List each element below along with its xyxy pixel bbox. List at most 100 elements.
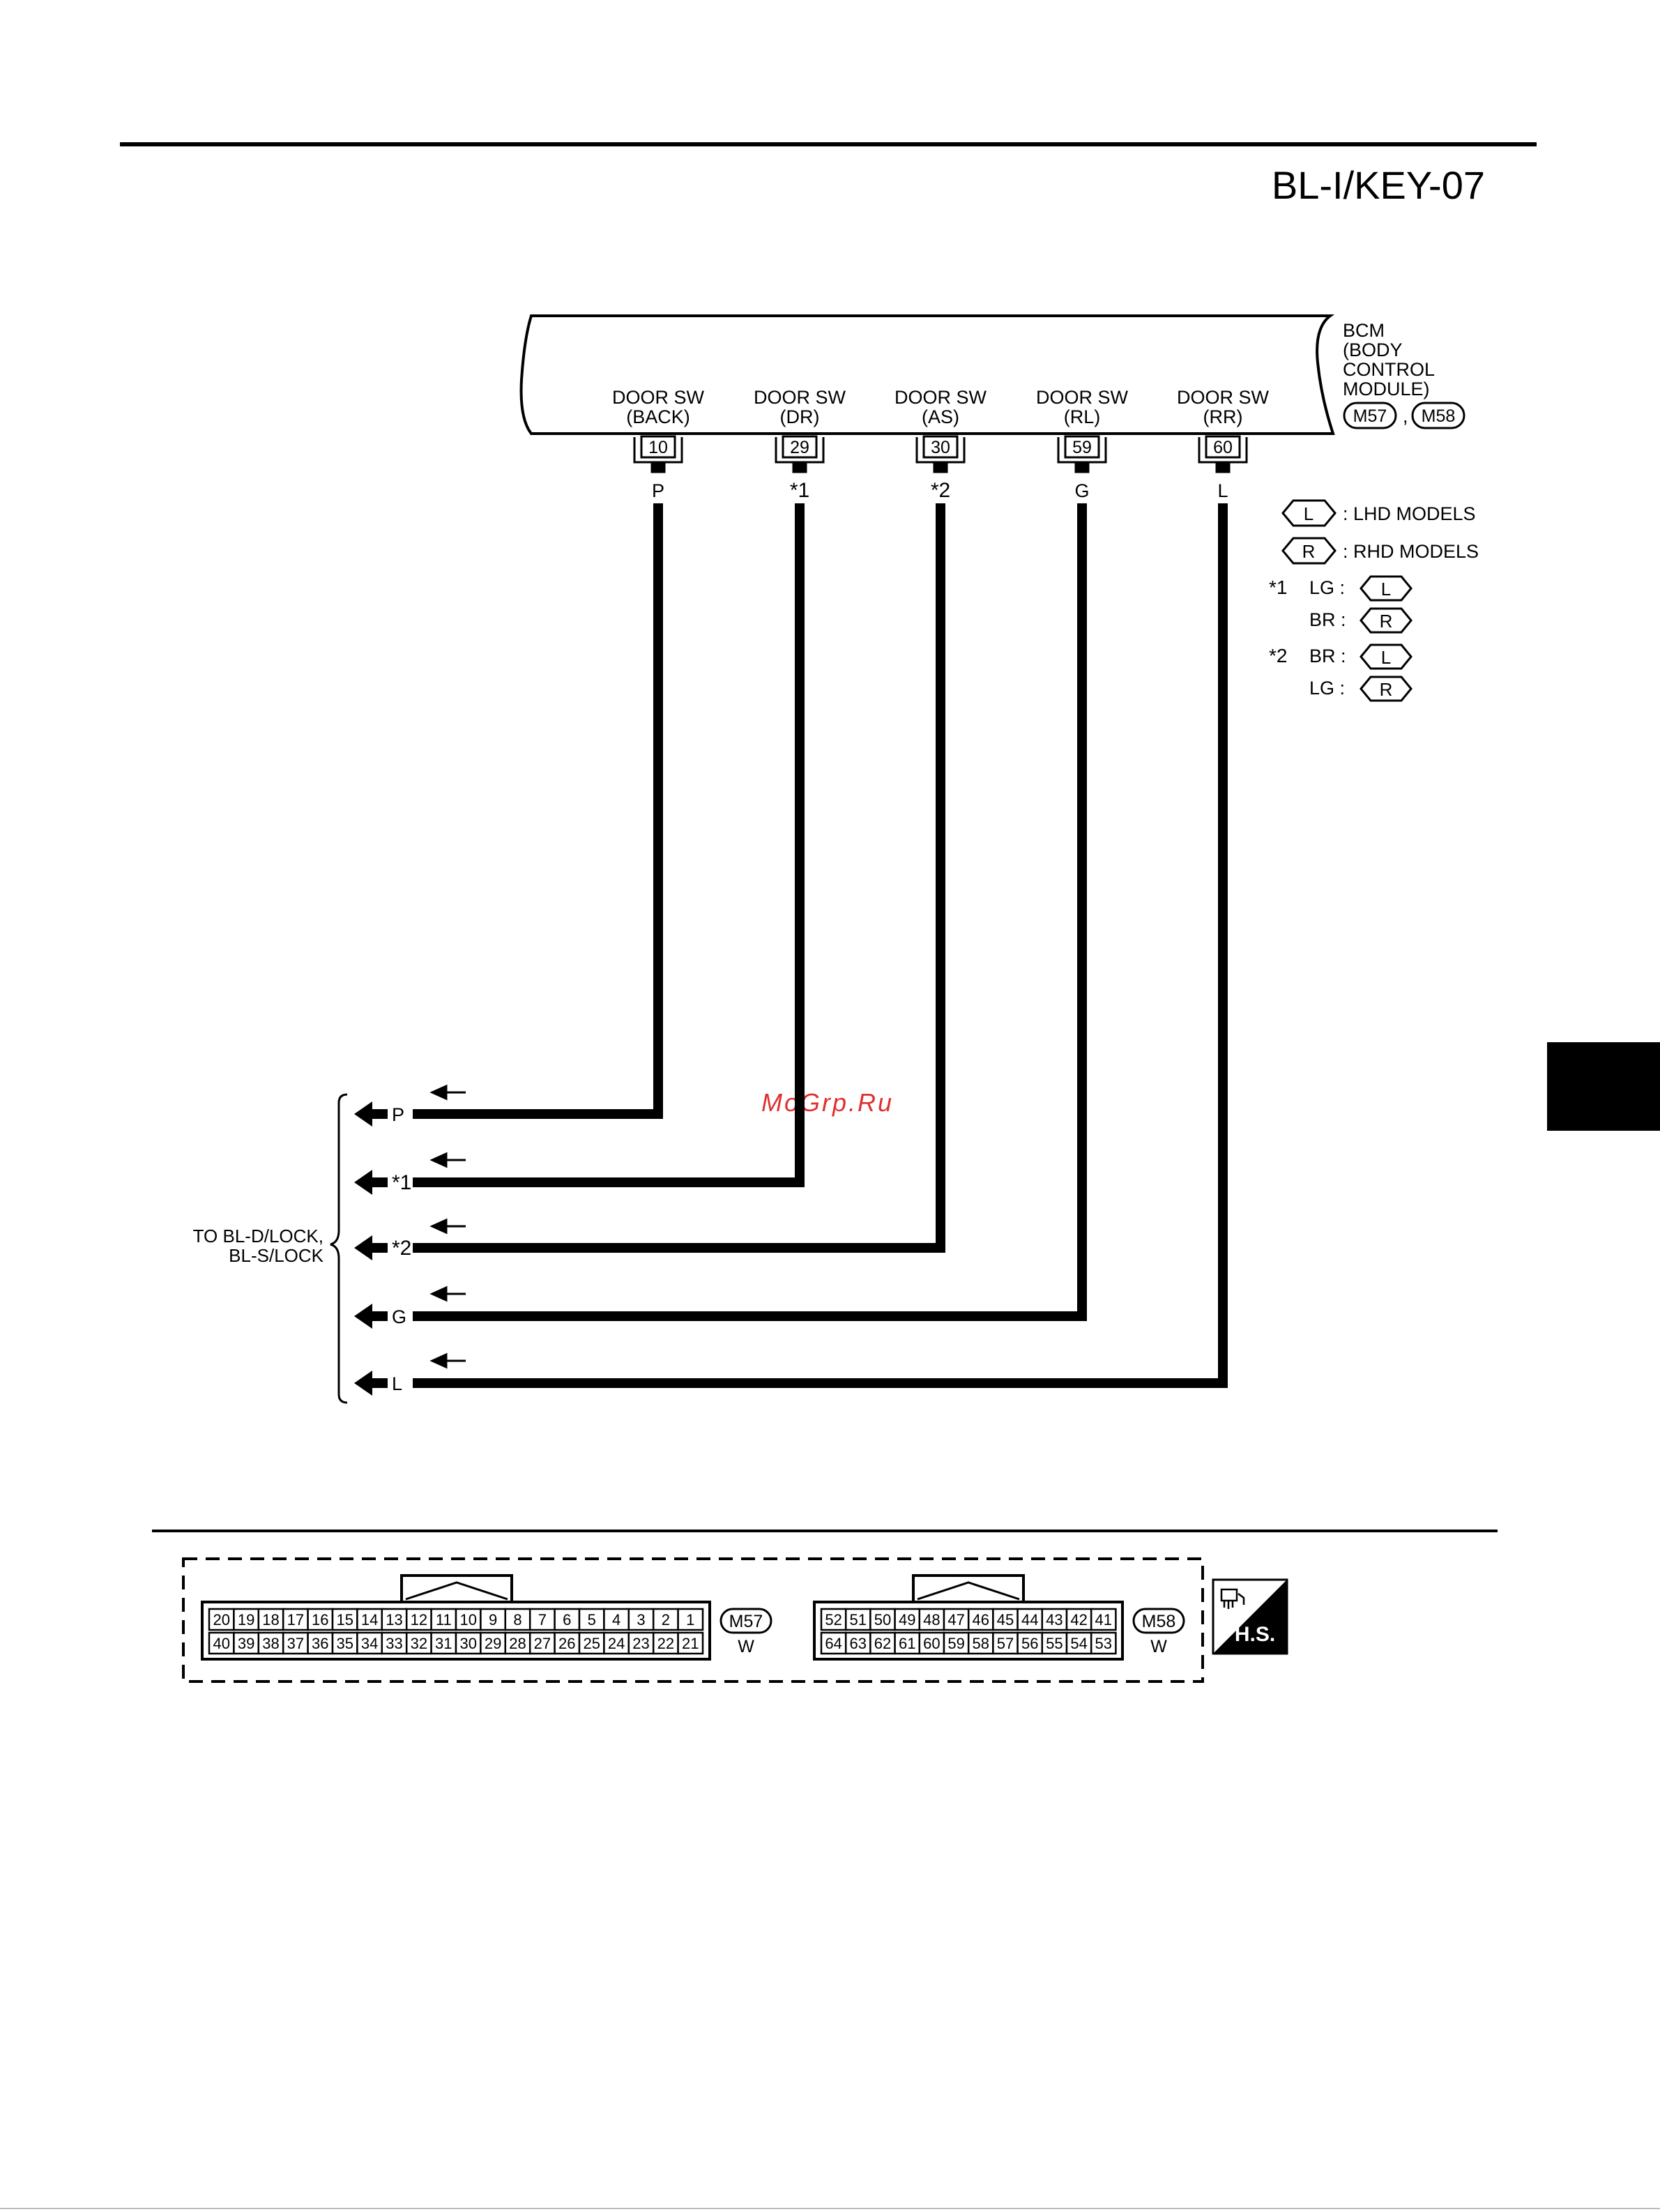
- connector-pin-cell: 50: [869, 1608, 896, 1631]
- svg-text:M57: M57: [1353, 406, 1387, 426]
- svg-text:L: L: [1381, 647, 1391, 668]
- connector-pin-cell: 64: [820, 1631, 847, 1655]
- connector-pin-number: 57: [997, 1635, 1014, 1652]
- connector-pin-cell: 56: [1016, 1631, 1044, 1655]
- connector-pin-cell: 23: [627, 1631, 655, 1655]
- connector-pin-number: 40: [213, 1635, 229, 1652]
- note-color: BR :: [1309, 609, 1346, 630]
- terminal-pin-numbers: 10 29 30 59 60: [648, 438, 1233, 457]
- svg-text:L: L: [1304, 503, 1313, 524]
- wires: [413, 503, 1228, 1388]
- watermark: MoGrp.Ru: [761, 1088, 894, 1117]
- connector-pin-cell: 43: [1041, 1608, 1068, 1631]
- destination-arrow: [354, 1304, 388, 1329]
- note-mark: *1: [1269, 577, 1287, 598]
- connector-pin-cell: 11: [430, 1608, 457, 1631]
- connector-pin-cell: 5: [578, 1608, 605, 1631]
- connector-pin-number: 9: [489, 1611, 497, 1629]
- terminal-label: (RL): [1064, 406, 1101, 427]
- wire-color-labels-left: P *1 *2 G L: [392, 1104, 411, 1394]
- connector-pin-number: 16: [312, 1611, 328, 1629]
- connector-pin-cell: 51: [844, 1608, 871, 1631]
- signal-arrow: [429, 1084, 466, 1101]
- signal-arrow: [429, 1218, 466, 1235]
- connector-pin-number: 43: [1046, 1611, 1063, 1629]
- connector-pin-number: 33: [386, 1635, 402, 1652]
- wire-color-label: L: [1217, 480, 1228, 501]
- wire-color-label: *2: [392, 1237, 411, 1260]
- connector-pin-cell: 36: [307, 1631, 334, 1655]
- note-color: LG :: [1309, 577, 1345, 598]
- connector-pin-cell: 21: [677, 1631, 704, 1655]
- connector-pin-number: 60: [923, 1635, 940, 1652]
- wire-door-sw-back: [413, 503, 663, 1119]
- connector-pin-number: 27: [534, 1635, 551, 1652]
- connector-pin-number: 52: [825, 1611, 842, 1629]
- connector-pin-cell: 32: [405, 1631, 432, 1655]
- destination-arrow: [354, 1371, 388, 1396]
- signal-arrow: [429, 1352, 466, 1369]
- connector-pin-number: 11: [436, 1611, 452, 1629]
- connector-pin-number: 15: [336, 1611, 353, 1629]
- connector-pin-cell: 13: [381, 1608, 408, 1631]
- connector-pin-number: 35: [336, 1635, 353, 1652]
- connector-pin-number: 24: [608, 1635, 625, 1652]
- connector-pin-cell: 28: [504, 1631, 531, 1655]
- bcm-label-line: (BODY: [1343, 340, 1403, 360]
- wire-color-label: *1: [392, 1171, 411, 1194]
- connector-pin-cell: 6: [554, 1608, 581, 1631]
- bcm-label-line: MODULE): [1343, 379, 1430, 399]
- svg-text:R: R: [1380, 611, 1393, 632]
- connector-pin-cell: 8: [504, 1608, 531, 1631]
- wire-color-labels-top: P *1 *2 G L: [652, 479, 1228, 502]
- note-badge: R: [1360, 676, 1412, 702]
- terminal-label: DOOR SW: [1177, 387, 1270, 408]
- note-badge: L: [1360, 643, 1412, 670]
- svg-text:M57: M57: [729, 1612, 763, 1631]
- wire-door-sw-as: [413, 503, 945, 1253]
- connector-pin-number: 22: [657, 1635, 674, 1652]
- connector-pin-number: 26: [558, 1635, 575, 1652]
- connector-pin-number: 29: [485, 1635, 501, 1652]
- connector-pin-number: 23: [632, 1635, 649, 1652]
- connector-pin-cell: 38: [257, 1631, 284, 1655]
- wire-door-sw-rr: [413, 503, 1228, 1388]
- connector-pin-cell: 19: [233, 1608, 260, 1631]
- note-color: BR :: [1309, 646, 1346, 666]
- connector-pin-number: 38: [262, 1635, 279, 1652]
- connector-pin-number: 20: [213, 1611, 229, 1629]
- connector-pin-number: 45: [997, 1611, 1014, 1629]
- destination-label: BL-S/LOCK: [229, 1245, 323, 1266]
- connector-pin-number: 42: [1070, 1611, 1087, 1629]
- connector-pin-cell: 30: [455, 1631, 482, 1655]
- note-mark: *2: [1269, 645, 1287, 666]
- connector-pin-cell: 46: [967, 1608, 994, 1631]
- connector-pin-number: 30: [459, 1635, 476, 1652]
- bcm-label: BCM (BODY CONTROL MODULE): [1343, 320, 1435, 399]
- connector-pin-cell: 15: [331, 1608, 358, 1631]
- connector-pin-cell: 45: [992, 1608, 1019, 1631]
- terminal-label: DOOR SW: [754, 387, 846, 408]
- hs-label: H.S.: [1235, 1623, 1275, 1646]
- connector-badge-m57: M57: [1343, 402, 1397, 429]
- connector-pin-number: 56: [1021, 1635, 1038, 1652]
- signal-arrow: [429, 1286, 466, 1302]
- terminal-label: (AS): [922, 406, 959, 427]
- connector-pin-number: 34: [361, 1635, 378, 1652]
- connector-pin-number: 14: [361, 1611, 378, 1629]
- destination-arrow: [354, 1101, 388, 1127]
- svg-text:L: L: [1381, 579, 1391, 600]
- terminal-label: DOOR SW: [894, 387, 987, 408]
- connector-color-m57: W: [738, 1637, 754, 1656]
- terminal-pin: [915, 435, 966, 473]
- connector-pin-cell: 40: [208, 1631, 235, 1655]
- connector-pin-number: 5: [588, 1611, 596, 1629]
- connector-pin-number: 8: [513, 1611, 521, 1629]
- connector-pin-number: 50: [874, 1611, 891, 1629]
- svg-text:R: R: [1380, 679, 1393, 700]
- connector-pin-number: 41: [1095, 1611, 1112, 1629]
- connector-pin-cell: 59: [943, 1631, 970, 1655]
- terminal-pin: [1198, 435, 1248, 473]
